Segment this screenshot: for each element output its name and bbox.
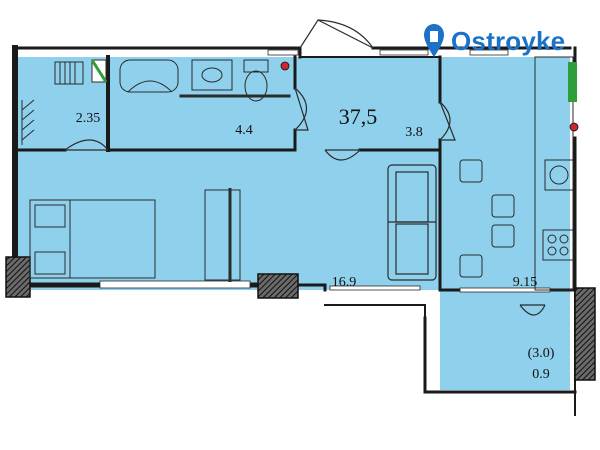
map-pin-icon [424, 24, 444, 57]
total-area-label: 37,5 [339, 104, 378, 129]
brand-logo: Ostroyke [423, 21, 565, 61]
balcony-total-area-label: (3.0) [528, 346, 555, 361]
storage-area-label: 2.35 [76, 111, 101, 126]
radiator [568, 62, 577, 102]
wardrobe [204, 188, 241, 282]
doors [64, 19, 546, 316]
windows [99, 49, 551, 293]
riser-mark-kitchen [569, 122, 579, 132]
bed [29, 199, 156, 279]
hallway-area-label: 3.8 [405, 125, 423, 140]
inner-walls [13, 55, 442, 292]
kitchen-fixtures [459, 56, 574, 291]
sofa [387, 164, 437, 281]
living-room-area-label: 16.9 [332, 275, 357, 290]
storage-shelves [21, 59, 108, 145]
riser-mark [280, 61, 290, 71]
kitchen-area-label: 9.15 [513, 275, 538, 290]
balcony-area-label: 0.9 [532, 367, 550, 382]
bathroom-fixtures [119, 59, 291, 102]
floor-fill [15, 57, 570, 390]
wall-columns [5, 256, 596, 381]
bathroom-area-label: 4.4 [235, 123, 253, 138]
brand-name: Ostroyke [451, 25, 566, 56]
